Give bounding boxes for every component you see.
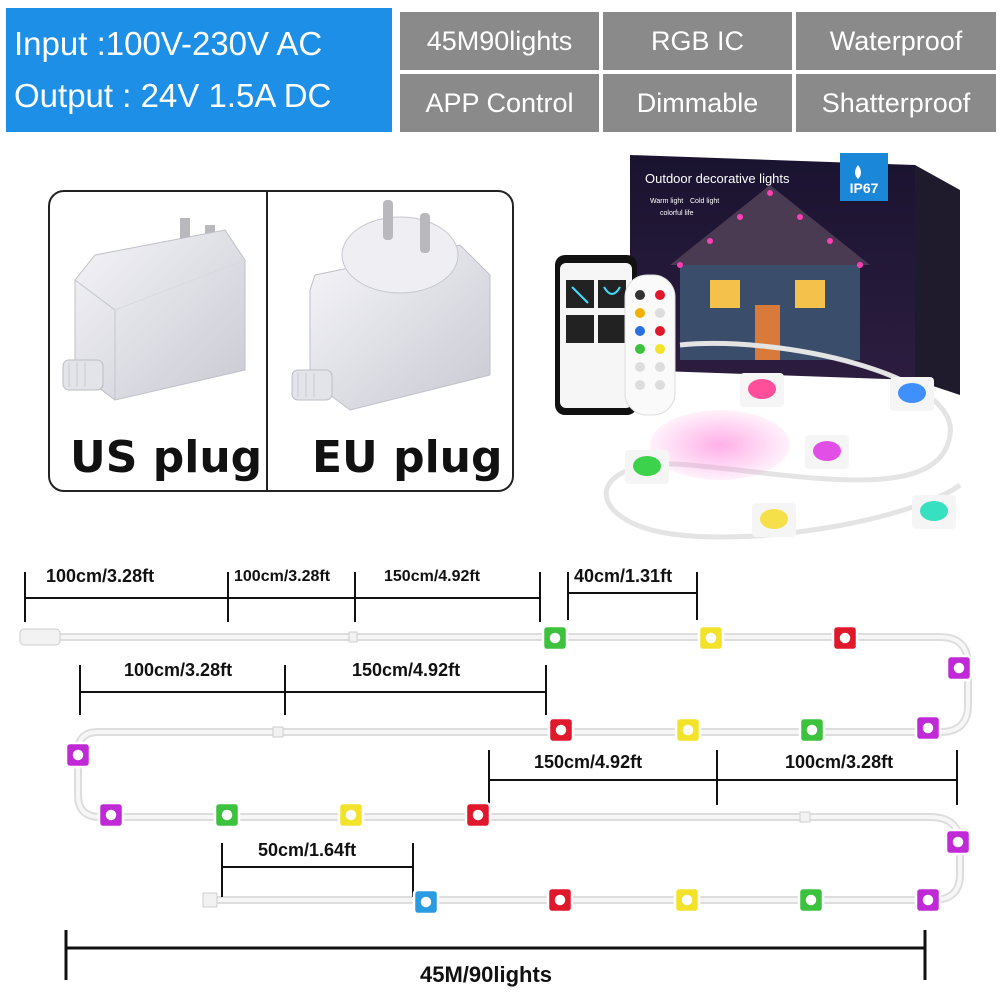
dim-label-r1-3: 150cm/4.92ft xyxy=(384,568,481,585)
dim-label-r2-1: 100cm/3.28ft xyxy=(124,660,233,680)
feature-waterproof: Waterproof xyxy=(796,12,996,70)
output-spec: Output : 24V 1.5A DC xyxy=(14,77,332,114)
us-adapter-image xyxy=(62,218,246,401)
light-pod xyxy=(674,716,702,744)
light-pod xyxy=(944,828,972,856)
light-pod xyxy=(697,624,725,652)
end-connector xyxy=(202,892,218,908)
light-pod xyxy=(337,801,365,829)
feature-app-control: APP Control xyxy=(400,74,599,132)
ip67-badge: IP67 xyxy=(850,180,879,196)
product-box-image: IP67 Outdoor decorative lights Warm ligh… xyxy=(555,153,962,540)
dim-label-r2-2: 150cm/4.92ft xyxy=(352,660,461,680)
light-pod xyxy=(97,801,125,829)
plug-divider xyxy=(266,190,268,492)
light-pod xyxy=(464,801,492,829)
light-pod xyxy=(797,886,825,914)
dim-label-r1-2: 100cm/3.28ft xyxy=(234,568,331,585)
light-pod xyxy=(546,886,574,914)
cable-layout-diagram xyxy=(19,572,973,980)
light-pod xyxy=(914,886,942,914)
box-warm-light: Warm light xyxy=(650,198,683,205)
light-pod xyxy=(547,716,575,744)
feature-length: 45M90lights xyxy=(400,12,599,70)
plug-panel xyxy=(48,190,514,492)
dim-label-r1-4: 40cm/1.31ft xyxy=(574,566,673,586)
box-colorful-life: colorful life xyxy=(660,210,694,217)
box-title: Outdoor decorative lights xyxy=(645,171,790,186)
light-pod xyxy=(412,888,440,916)
dim-label-r3-2: 100cm/3.28ft xyxy=(785,752,894,772)
us-plug-label: US plug xyxy=(70,432,263,483)
feature-dimmable: Dimmable xyxy=(603,74,792,132)
light-pod xyxy=(673,886,701,914)
total-length-label: 45M/90lights xyxy=(420,962,553,987)
spec-panel: Input :100V-230V AC Output : 24V 1.5A DC xyxy=(6,8,392,132)
eu-plug-label: EU plug xyxy=(312,432,503,483)
light-pod xyxy=(541,624,569,652)
light-pod xyxy=(798,716,826,744)
light-pod xyxy=(914,714,942,742)
dim-label-r1-1: 100cm/3.28ft xyxy=(46,566,155,586)
input-spec: Input :100V-230V AC xyxy=(14,25,323,62)
light-pod xyxy=(213,801,241,829)
light-pod xyxy=(831,624,859,652)
eu-adapter-image xyxy=(291,200,491,411)
dim-label-r3-1: 150cm/4.92ft xyxy=(534,752,643,772)
feature-rgb-ic: RGB IC xyxy=(603,12,792,70)
light-pod xyxy=(945,654,973,682)
feature-shatterproof: Shatterproof xyxy=(796,74,996,132)
light-pod xyxy=(64,741,92,769)
box-cold-light: Cold light xyxy=(690,198,719,205)
start-connector xyxy=(19,628,61,646)
dim-label-r4-1: 50cm/1.64ft xyxy=(258,840,357,860)
